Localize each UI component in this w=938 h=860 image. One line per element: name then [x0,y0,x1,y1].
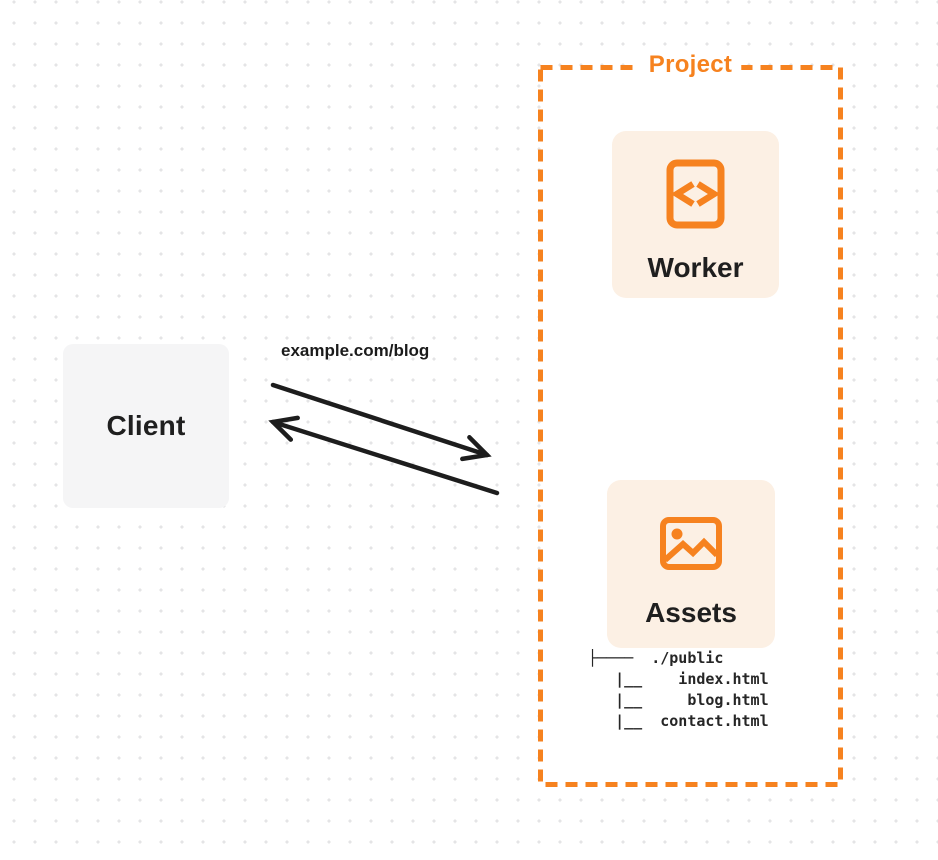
assets-node: Assets [607,480,775,648]
request-url-label: example.com/blog [281,341,430,360]
response-arrow-line [270,419,500,496]
project-title: Project [639,51,742,78]
worker-label: Worker [647,252,744,283]
file-tree-line: |__ index.html [588,670,769,688]
file-tree: ├──── ./public |__ index.html |__ blog.h… [588,648,769,732]
project-container: Project Worker Assets ├──── ./pu [538,51,843,787]
code-file-icon [666,159,725,229]
assets-label: Assets [645,597,737,628]
worker-node: Worker [612,131,779,298]
response-arrowhead [268,415,300,442]
request-arrow-line [270,382,490,458]
file-tree-root: ├──── ./public [588,649,724,667]
client-label: Client [106,410,186,441]
client-node: Client [63,344,229,508]
file-tree-line: |__ contact.html [588,712,769,730]
request-arrowhead [460,435,492,462]
file-tree-line: |__ blog.html [588,691,769,709]
image-icon [660,517,722,570]
